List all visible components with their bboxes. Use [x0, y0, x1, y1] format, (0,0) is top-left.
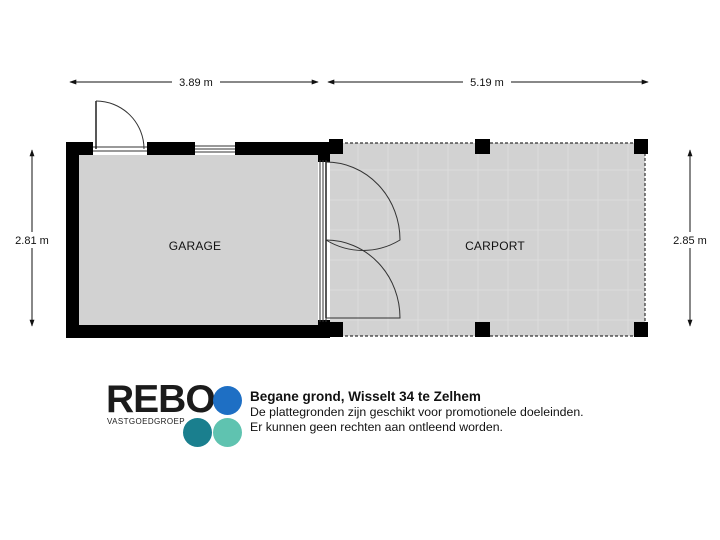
logo-dot-teal: [183, 418, 212, 447]
carport-floor: [330, 142, 646, 337]
garage-double-door: [319, 160, 401, 322]
logo-dot-blue: [213, 386, 242, 415]
dimension-carport-width: 5.19 m: [327, 74, 649, 90]
garage-walls: [66, 142, 330, 338]
garage-depth-label: 2.81 m: [15, 235, 49, 247]
caption-line-2: Er kunnen geen rechten aan ontleend word…: [250, 420, 503, 434]
caption-title: Begane grond, Wisselt 34 te Zelhem: [250, 389, 481, 404]
dimension-garage-depth: 2.81 m: [8, 149, 56, 327]
room-label-carport: CARPORT: [465, 239, 525, 253]
room-label-garage: GARAGE: [169, 239, 222, 253]
rebo-logo: REBO VASTGOEDGROEP: [106, 380, 246, 450]
garage-top-door: [93, 100, 147, 152]
carport-width-label: 5.19 m: [470, 77, 504, 89]
logo-wordmark: REBO: [106, 378, 216, 421]
dimension-garage-width: 3.89 m: [69, 74, 319, 90]
caption-line-1: De plattegronden zijn geschikt voor prom…: [250, 405, 584, 419]
garage-window: [195, 145, 235, 153]
carport-posts: [329, 139, 648, 337]
caption: Begane grond, Wisselt 34 te Zelhem De pl…: [250, 388, 710, 435]
dimension-carport-depth: 2.85 m: [666, 149, 714, 327]
footer: REBO VASTGOEDGROEP Begane grond, Wisselt…: [106, 380, 706, 454]
logo-subtitle: VASTGOEDGROEP: [107, 417, 185, 426]
logo-dot-mint: [213, 418, 242, 447]
garage-width-label: 3.89 m: [179, 77, 213, 89]
carport-depth-label: 2.85 m: [673, 235, 707, 247]
